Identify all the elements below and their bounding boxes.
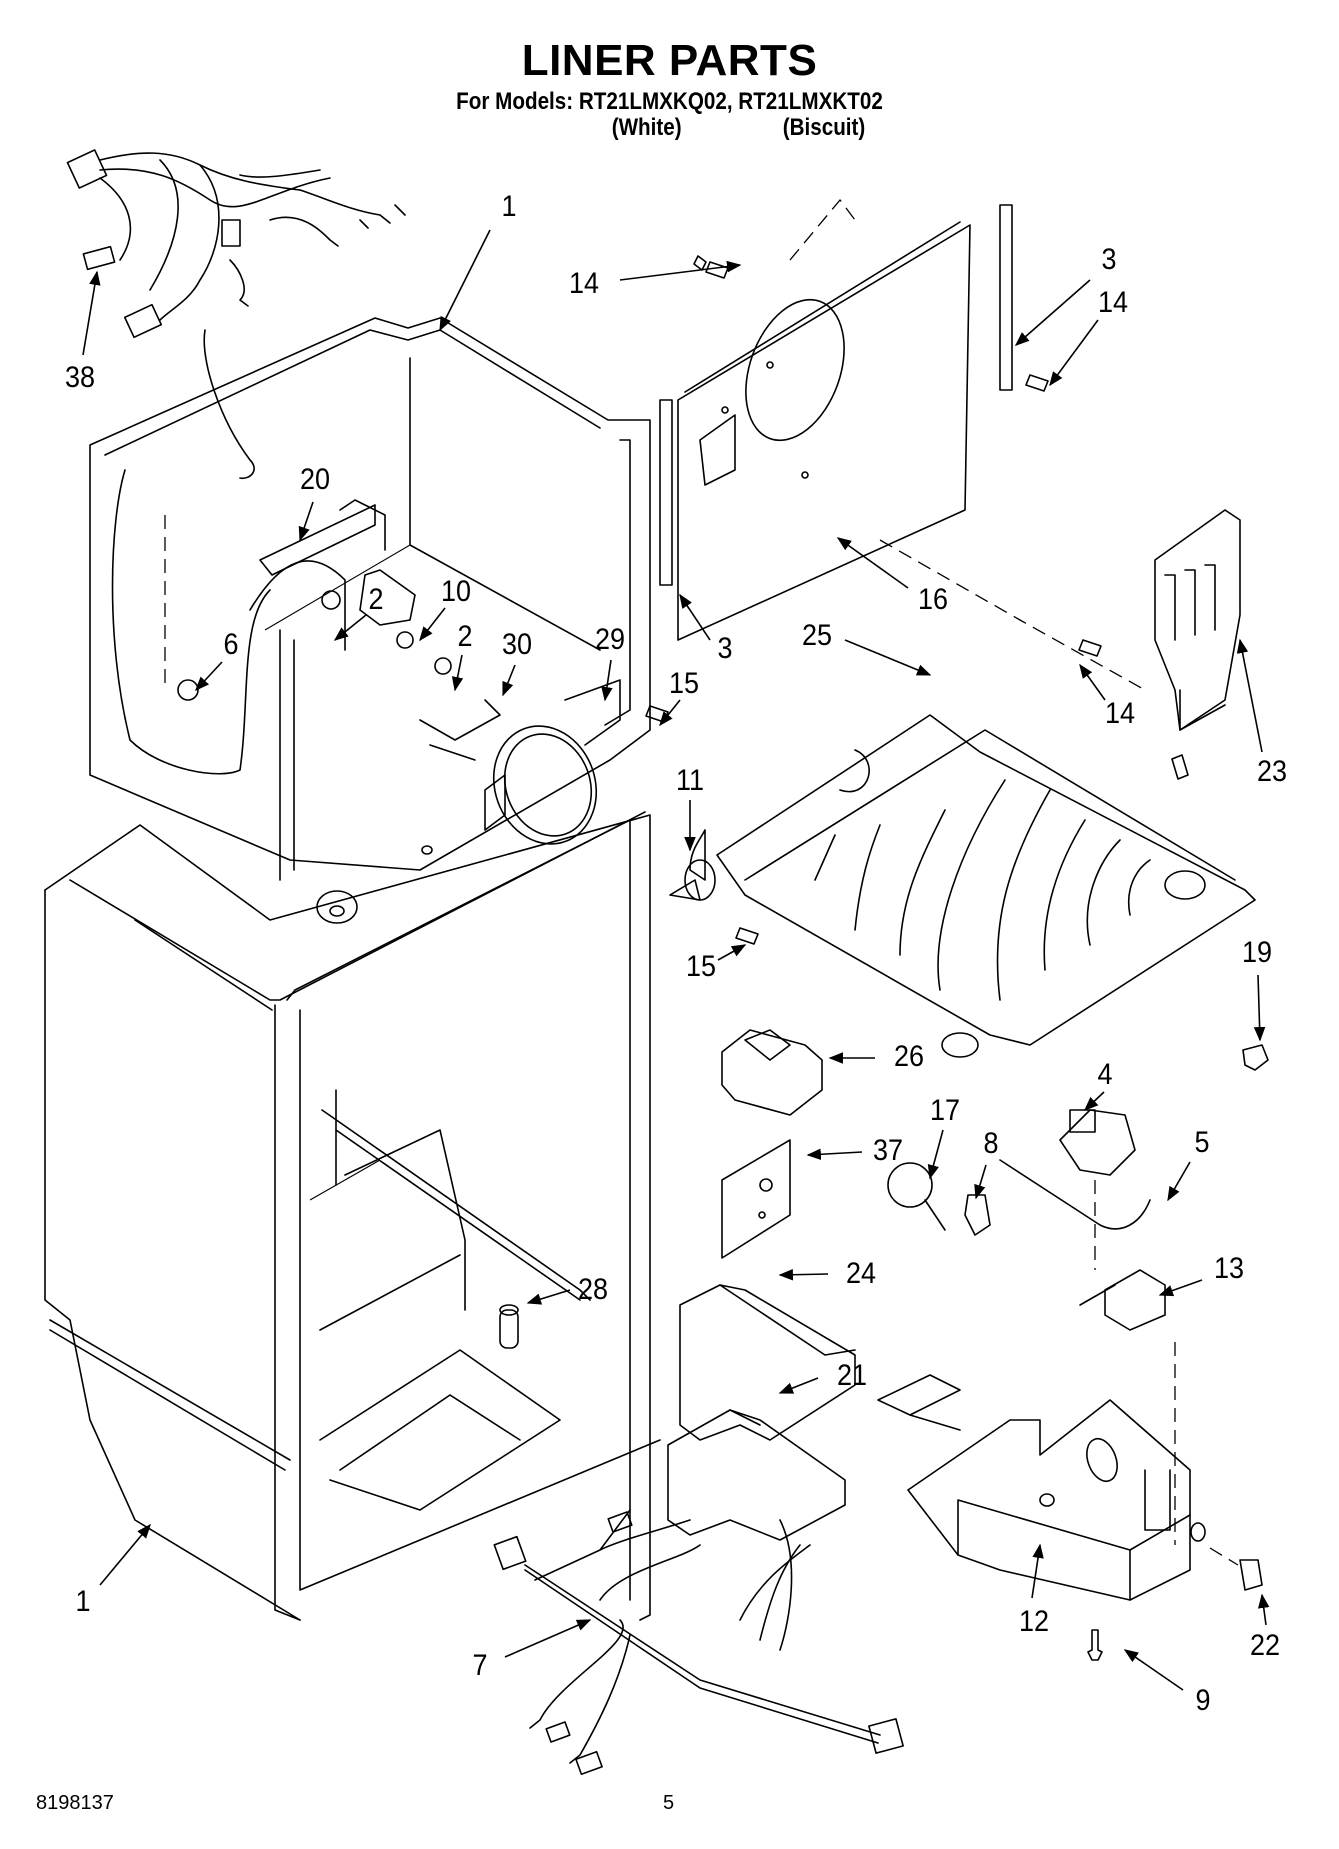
- upper-wiring-harness: [66, 149, 406, 339]
- callout-4: 4: [1097, 1058, 1113, 1091]
- lower-wiring-harness: [493, 1509, 904, 1776]
- freezer-liner: [89, 317, 651, 881]
- callout-15: 15: [685, 950, 717, 983]
- callout-29: 29: [594, 623, 626, 656]
- callout-2: 2: [368, 583, 384, 616]
- callout-13: 13: [1213, 1252, 1245, 1285]
- variant-biscuit: (Biscuit): [782, 114, 866, 141]
- fresh-food-liner: [44, 811, 661, 1621]
- callout-28: 28: [577, 1273, 609, 1306]
- callout-1: 1: [501, 190, 517, 223]
- callout-25: 25: [801, 619, 833, 652]
- callout-30: 30: [501, 628, 533, 661]
- callout-6: 6: [223, 628, 239, 661]
- leader-lines: [82, 229, 1270, 1691]
- document-number: 8198137: [36, 1792, 114, 1814]
- callout-8: 8: [983, 1127, 999, 1160]
- callout-1: 1: [75, 1585, 91, 1618]
- callout-11: 11: [675, 764, 705, 797]
- callout-14: 14: [568, 267, 600, 300]
- callout-22: 22: [1249, 1629, 1281, 1662]
- callout-10: 10: [440, 575, 472, 608]
- callout-24: 24: [845, 1257, 877, 1290]
- callout-17: 17: [929, 1094, 961, 1127]
- callout-21: 21: [836, 1359, 868, 1392]
- lower-right-parts: [667, 1284, 1263, 1661]
- page-number: 5: [663, 1792, 675, 1814]
- screws-14: [693, 255, 1189, 780]
- shelf-tray: [716, 714, 1256, 1058]
- air-duct: [1154, 509, 1241, 731]
- callout-37: 37: [872, 1134, 904, 1167]
- variant-white: (White): [611, 114, 682, 141]
- models-line: For Models: RT21LMXKQ02, RT21LMXKT02: [456, 88, 883, 115]
- evaporator-cover: [659, 198, 1146, 691]
- callout-15: 15: [668, 667, 700, 700]
- callout-3: 3: [1101, 243, 1117, 276]
- callout-14: 14: [1104, 697, 1136, 730]
- callout-14: 14: [1097, 286, 1129, 319]
- callout-19: 19: [1241, 936, 1273, 969]
- callout-26: 26: [893, 1040, 925, 1073]
- callout-5: 5: [1194, 1126, 1210, 1159]
- fan-assembly: [164, 499, 759, 945]
- callout-12: 12: [1018, 1605, 1050, 1638]
- callout-3: 3: [717, 632, 733, 665]
- small-parts: [721, 1029, 1269, 1331]
- callout-7: 7: [472, 1649, 488, 1682]
- callout-9: 9: [1195, 1684, 1211, 1717]
- callout-20: 20: [299, 463, 331, 496]
- callout-38: 38: [64, 361, 96, 394]
- callout-23: 23: [1256, 755, 1288, 788]
- callout-2: 2: [457, 620, 473, 653]
- callout-16: 16: [917, 583, 949, 616]
- page-title: LINER PARTS: [521, 36, 818, 85]
